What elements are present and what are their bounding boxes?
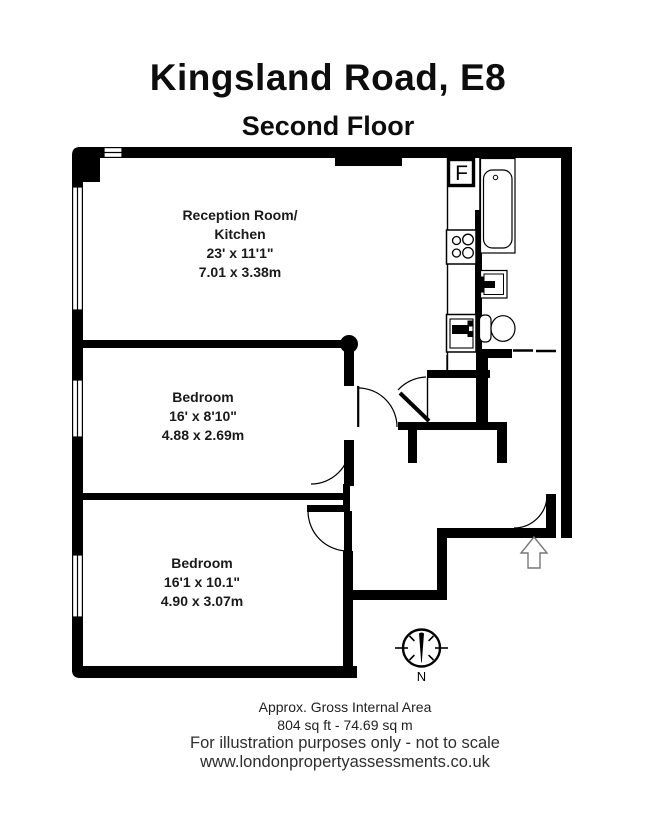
bedroom2-dims-imperial: 16'1 x 10.1" <box>163 574 241 590</box>
bedroom2-dims-metric: 4.90 x 3.07m <box>160 593 244 609</box>
wall-cupboard-top <box>427 370 490 378</box>
interior-walls <box>80 210 556 678</box>
door-arc-entrance <box>513 494 548 529</box>
window-top-icon <box>103 147 123 159</box>
kitchen-fixtures: F <box>445 157 477 353</box>
wall-bathroom-bottom <box>478 349 512 358</box>
bedroom1-name: Bedroom <box>172 389 234 405</box>
bathtub-icon <box>479 157 516 254</box>
room-label-bedroom1: Bedroom 16' x 8'10" 4.88 x 2.69m <box>103 388 303 445</box>
toilet-icon <box>478 314 516 343</box>
wall-bedroom-divider <box>80 493 350 500</box>
wall-beam <box>335 158 402 166</box>
door-arc-bedroom2 <box>307 510 349 552</box>
door-swings <box>307 376 548 552</box>
reception-name-line1: Reception Room/ <box>182 207 298 223</box>
page-title: Kingsland Road, E8 <box>149 57 507 98</box>
wall-bathroom-left-lower <box>476 352 488 430</box>
reception-dims-metric: 7.01 x 3.38m <box>198 264 282 280</box>
reception-dims-imperial: 23' x 11'1" <box>206 245 274 261</box>
compass-north-label: N <box>417 669 426 684</box>
wall-hall-lower <box>344 440 354 486</box>
wall-hall-upper <box>344 343 354 386</box>
reception-name-line2: Kitchen <box>214 226 266 242</box>
wall-top <box>80 147 572 158</box>
window-bedroom1-icon <box>71 379 83 438</box>
bathroom-fixtures <box>478 157 516 343</box>
footer-website: www.londonpropertyassessments.co.uk <box>200 753 490 771</box>
fridge-label: F <box>455 162 468 185</box>
hob-icon <box>445 229 477 265</box>
room-label-bedroom2: Bedroom 16'1 x 10.1" 4.90 x 3.07m <box>102 554 302 611</box>
wall-entrance-top <box>437 528 547 538</box>
door-arc-bedroom1 <box>310 444 351 485</box>
wall-kitchen-bath-divider <box>475 210 482 352</box>
door-arc-hall <box>357 387 398 428</box>
footer-disclaimer: For illustration purposes only - not to … <box>190 734 500 752</box>
door-leaf-entrance <box>546 494 556 538</box>
washbasin-icon <box>479 269 508 299</box>
thin-lines <box>426 158 556 422</box>
wall-entrance-vertical <box>437 528 447 600</box>
wall-bottom <box>72 666 357 678</box>
wall-hall-stub-right <box>497 430 507 463</box>
footer-area-value: 804 sq ft - 74.69 sq m <box>277 717 413 733</box>
bedroom1-dims-metric: 4.88 x 2.69m <box>161 427 245 443</box>
kitchen-sink-icon <box>445 313 477 353</box>
entrance-arrow-icon <box>519 535 549 569</box>
room-label-reception: Reception Room/ Kitchen 23' x 11'1" 7.01… <box>140 206 340 282</box>
floor-subtitle: Second Floor <box>241 111 415 141</box>
wall-pocket-lower <box>307 505 350 512</box>
door-arc-cupboard <box>397 376 427 391</box>
wall-hall-stub-left <box>408 430 417 463</box>
door-leaf-cupboard <box>398 391 431 423</box>
fridge-box <box>446 157 476 188</box>
windows <box>71 147 123 618</box>
window-bedroom2-icon <box>71 554 83 618</box>
bedroom2-name: Bedroom <box>171 555 233 571</box>
wall-right <box>552 147 572 538</box>
window-reception-icon <box>71 186 83 311</box>
bedroom1-dims-imperial: 16' x 8'10" <box>169 408 237 424</box>
compass-needle <box>419 632 424 663</box>
door-leaf-bedroom2 <box>344 511 352 551</box>
wall-pocket-end <box>343 484 350 512</box>
footer-area-title: Approx. Gross Internal Area <box>258 699 432 715</box>
wall-bedroom2-right <box>343 551 353 678</box>
compass-icon: N <box>395 628 448 684</box>
wall-entrance-lower <box>348 590 447 600</box>
wall-reception-divider <box>80 340 345 348</box>
wall-hall-horizontal <box>398 422 507 430</box>
